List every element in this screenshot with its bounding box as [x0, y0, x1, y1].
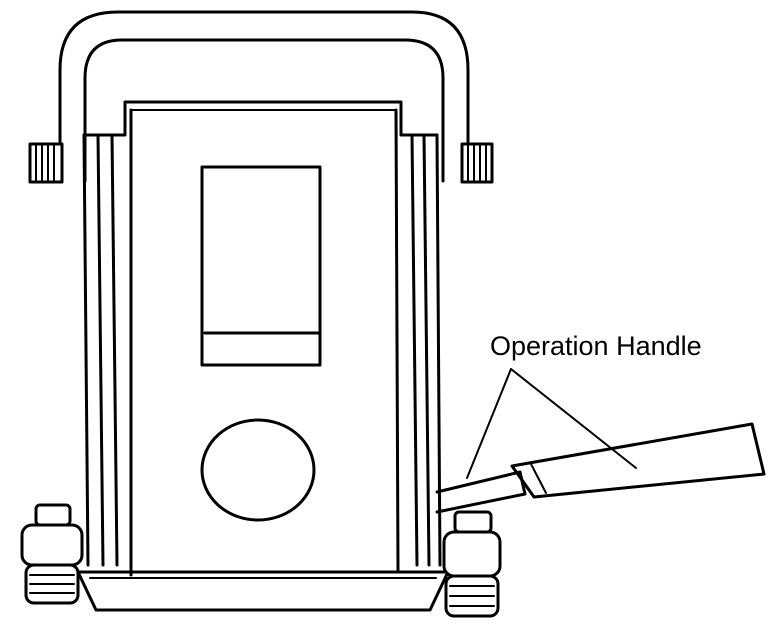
- callout-label-operation-handle: Operation Handle: [490, 331, 702, 361]
- top-carry-handle-inner: [83, 38, 445, 183]
- round-gauge: [200, 418, 316, 522]
- side-knob-left: [28, 142, 64, 184]
- roller-foot-left: [20, 503, 84, 605]
- top-carry-handle: [58, 10, 470, 183]
- operation-handle: [435, 422, 766, 514]
- side-knob-right: [460, 142, 494, 184]
- main-frame: [82, 100, 442, 577]
- base-tray: [76, 570, 450, 612]
- display-window: [200, 165, 322, 367]
- roller-foot-right: [442, 510, 502, 618]
- callout-leader: [466, 368, 637, 479]
